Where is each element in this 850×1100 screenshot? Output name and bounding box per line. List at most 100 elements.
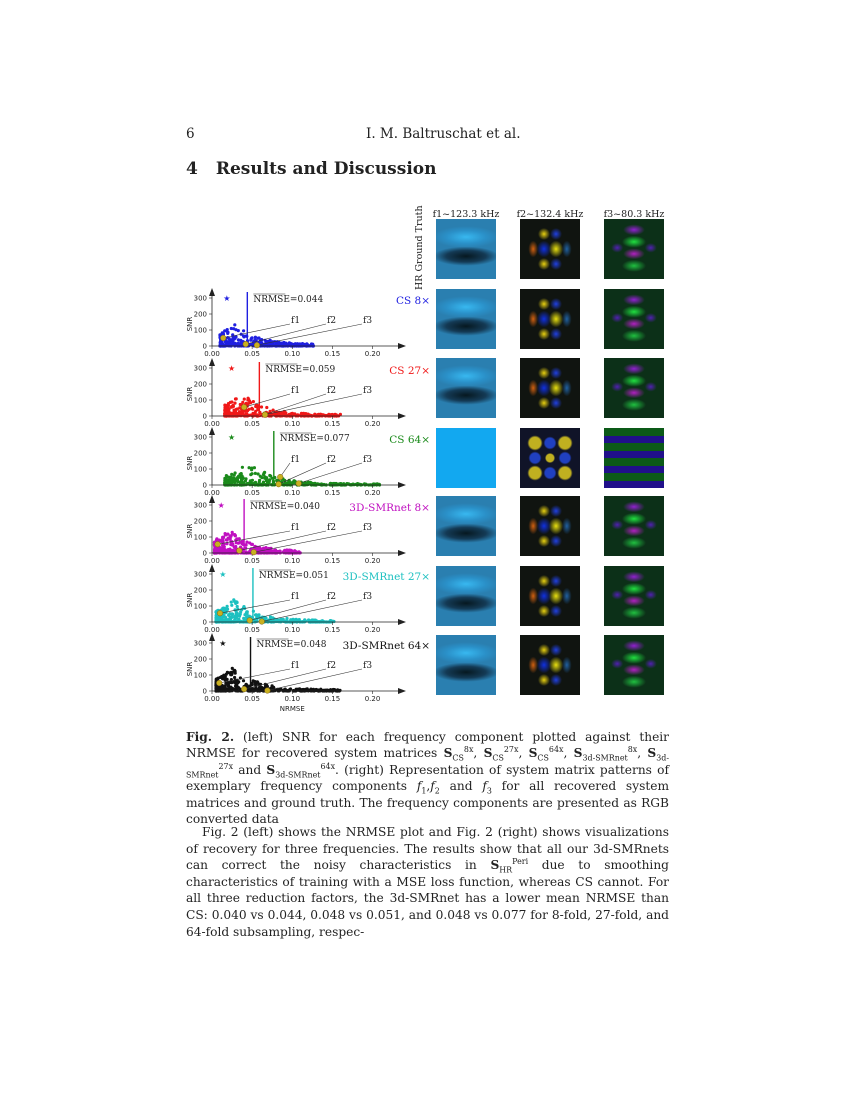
pattern-image-cs-64x-f3 — [604, 428, 664, 488]
svg-text:★: ★ — [218, 501, 225, 510]
pattern-image-smrnet-8x-f1 — [436, 496, 496, 556]
svg-text:f3: f3 — [363, 316, 372, 326]
svg-text:0.00: 0.00 — [204, 626, 220, 634]
page-number: 6 — [186, 126, 195, 142]
svg-text:0.05: 0.05 — [244, 420, 260, 428]
svg-text:NRMSE=0.048: NRMSE=0.048 — [257, 640, 327, 650]
svg-text:★: ★ — [219, 639, 226, 648]
paragraph-text: due to smoothing characteristics of trai… — [186, 858, 669, 939]
svg-text:100: 100 — [194, 466, 207, 474]
pattern-image-smrnet-8x-f3 — [604, 496, 664, 556]
svg-text:NRMSE=0.051: NRMSE=0.051 — [259, 571, 329, 581]
svg-text:0: 0 — [203, 688, 207, 696]
svg-text:0.15: 0.15 — [325, 557, 341, 565]
svg-text:f2: f2 — [327, 661, 336, 671]
pattern-image-smrnet-8x-f2 — [520, 496, 580, 556]
svg-text:0.10: 0.10 — [284, 350, 300, 358]
svg-text:100: 100 — [194, 397, 207, 405]
svg-text:f1: f1 — [291, 661, 300, 671]
pattern-image-smrnet-64x-f3 — [604, 635, 664, 695]
svg-text:200: 200 — [194, 587, 207, 595]
svg-text:0.20: 0.20 — [365, 626, 381, 634]
pattern-image-cs-8x-f2 — [520, 289, 580, 349]
svg-text:NRMSE: NRMSE — [280, 705, 305, 713]
svg-text:0.05: 0.05 — [244, 695, 260, 703]
pattern-image-ground-truth-f1 — [436, 219, 496, 279]
svg-text:0.15: 0.15 — [325, 489, 341, 497]
pattern-image-smrnet-64x-f1 — [436, 635, 496, 695]
pattern-image-cs-64x-f1 — [436, 428, 496, 488]
svg-text:f1: f1 — [291, 316, 300, 326]
svg-text:f3: f3 — [363, 386, 372, 396]
pattern-image-ground-truth-f2 — [520, 219, 580, 279]
svg-text:0.20: 0.20 — [365, 350, 381, 358]
method-label: 3D-SMRnet 8× — [349, 502, 430, 514]
svg-text:0: 0 — [203, 413, 207, 421]
pattern-image-cs-27x-f2 — [520, 358, 580, 418]
running-header-authors: I. M. Baltruschat et al. — [366, 126, 521, 142]
pattern-image-cs-8x-f1 — [436, 289, 496, 349]
caption-text: (left) SNR for each frequency component … — [186, 730, 670, 761]
svg-text:0: 0 — [203, 482, 207, 490]
svg-text:0.10: 0.10 — [284, 695, 300, 703]
paragraph-text: Fig. 2 (left) shows the NRMSE plot and F… — [186, 825, 669, 873]
pattern-image-cs-8x-f3 — [604, 289, 664, 349]
pattern-image-cs-64x-f2 — [520, 428, 580, 488]
method-label: 3D-SMRnet 27× — [342, 571, 430, 583]
caption-text: and — [439, 779, 483, 794]
pattern-image-smrnet-27x-f2 — [520, 566, 580, 626]
pattern-image-smrnet-27x-f3 — [604, 566, 664, 626]
caption-text: . (right) Representation of system matri… — [186, 762, 669, 794]
column-header-f2: f2~132.4 kHz — [516, 209, 584, 220]
svg-text:0.15: 0.15 — [325, 350, 341, 358]
svg-text:0.20: 0.20 — [365, 695, 381, 703]
svg-text:SNR: SNR — [186, 593, 194, 608]
svg-text:0.10: 0.10 — [284, 420, 300, 428]
svg-text:0: 0 — [203, 343, 207, 351]
svg-text:100: 100 — [194, 672, 207, 680]
svg-text:f1: f1 — [291, 455, 300, 465]
svg-text:300: 300 — [194, 434, 207, 442]
svg-text:0: 0 — [203, 619, 207, 627]
svg-text:200: 200 — [194, 450, 207, 458]
svg-text:0.20: 0.20 — [365, 557, 381, 565]
section-number: 4 — [186, 159, 198, 179]
svg-text:0.15: 0.15 — [325, 695, 341, 703]
figure-caption: Fig. 2. (left) SNR for each frequency co… — [186, 730, 670, 827]
svg-text:0.10: 0.10 — [284, 489, 300, 497]
method-label: CS 27× — [389, 365, 430, 377]
svg-text:0.15: 0.15 — [325, 420, 341, 428]
svg-text:★: ★ — [228, 364, 235, 373]
svg-text:NRMSE=0.077: NRMSE=0.077 — [280, 434, 350, 444]
svg-text:100: 100 — [194, 534, 207, 542]
caption-label: Fig. 2. — [186, 730, 235, 744]
svg-text:SNR: SNR — [186, 662, 194, 677]
svg-text:300: 300 — [194, 295, 207, 303]
svg-text:0.00: 0.00 — [204, 489, 220, 497]
svg-text:0.05: 0.05 — [244, 626, 260, 634]
column-header-f1: f1~123.3 kHz — [432, 209, 500, 220]
svg-text:f2: f2 — [327, 592, 336, 602]
svg-text:SNR: SNR — [186, 317, 194, 332]
svg-text:f1: f1 — [291, 523, 300, 533]
svg-text:0.05: 0.05 — [244, 557, 260, 565]
svg-text:300: 300 — [194, 502, 207, 510]
svg-text:0.00: 0.00 — [204, 695, 220, 703]
svg-text:f2: f2 — [327, 455, 336, 465]
svg-text:NRMSE=0.044: NRMSE=0.044 — [253, 295, 323, 305]
pattern-image-smrnet-27x-f1 — [436, 566, 496, 626]
svg-text:0.10: 0.10 — [284, 626, 300, 634]
svg-text:200: 200 — [194, 311, 207, 319]
svg-text:100: 100 — [194, 327, 207, 335]
svg-text:f3: f3 — [363, 592, 372, 602]
svg-text:f2: f2 — [327, 523, 336, 533]
method-label: 3D-SMRnet 64× — [342, 640, 430, 652]
svg-text:f1: f1 — [291, 592, 300, 602]
svg-text:300: 300 — [194, 365, 207, 373]
